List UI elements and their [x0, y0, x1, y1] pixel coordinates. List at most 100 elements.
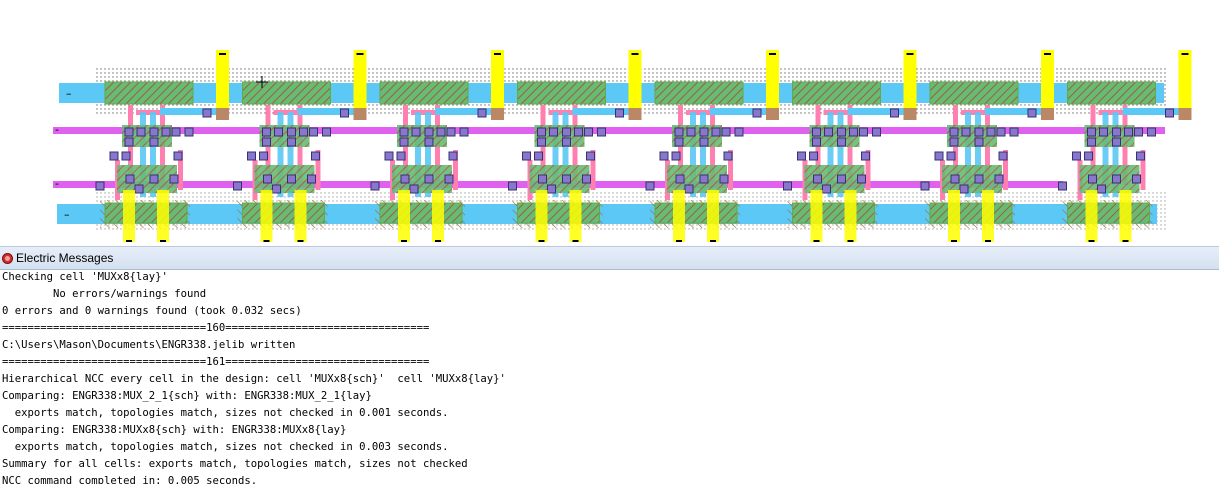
pmos-diffusion [1067, 81, 1156, 105]
via-contact [998, 151, 1008, 161]
via-contact [124, 137, 134, 147]
via-contact [812, 137, 821, 147]
layout-canvas[interactable]: –--– [0, 0, 1219, 243]
input-label-mark [847, 240, 854, 242]
message-log[interactable]: Checking cell 'MUXx8{lay}' No errors/war… [2, 269, 1212, 484]
transistor-core [534, 125, 585, 147]
via-contact [399, 137, 409, 147]
via-contact [1099, 127, 1108, 137]
via-contact [448, 151, 458, 161]
pmos-diffusion [654, 81, 744, 105]
input-label-mark [435, 240, 441, 242]
metal1-strap [700, 112, 706, 197]
metal1-output-link [572, 108, 629, 115]
message-line: NCC command completed in: 0.005 seconds. [2, 475, 258, 484]
via-contact [1088, 174, 1097, 184]
via-contact [173, 151, 183, 161]
via-contact [890, 108, 899, 118]
via-contact [684, 184, 694, 194]
output-label-mark [1181, 53, 1189, 55]
message-line: Summary for all cells: exports match, to… [2, 458, 468, 470]
via-contact [824, 127, 833, 137]
via-contact [959, 184, 969, 194]
output-label-mark [631, 53, 639, 55]
via-contact [920, 181, 930, 191]
nmos-diffusion [929, 202, 1013, 224]
via-contact [949, 127, 959, 137]
via-contact [121, 151, 131, 161]
nmos-diffusion [517, 202, 600, 224]
via-contact [974, 127, 984, 137]
metal1-strap [1102, 112, 1109, 197]
message-line: Comparing: ENGR338:MUXx8{sch} with: ENGR… [2, 424, 347, 436]
via-contact [262, 137, 271, 147]
metal1-strap [837, 112, 844, 197]
via-contact [171, 127, 181, 137]
via-contact [950, 174, 960, 184]
via-contact [124, 127, 134, 137]
nmos-diffusion [1067, 202, 1150, 224]
via-contact [837, 137, 846, 147]
input-pillar [844, 190, 857, 242]
via-contact [95, 181, 105, 191]
via-contact [1147, 127, 1156, 137]
via-contact [508, 181, 517, 191]
via-contact [1124, 127, 1133, 137]
via-contact [184, 127, 194, 137]
via-contact [169, 174, 179, 184]
via-contact [996, 127, 1006, 137]
input-label-mark [813, 240, 820, 242]
electric-app-icon [2, 252, 13, 264]
input-label-mark [676, 240, 682, 242]
via-contact [1112, 127, 1121, 137]
via-contact [671, 151, 681, 161]
metal1-strap [562, 112, 569, 197]
via-contact [562, 127, 571, 137]
via-contact [797, 151, 806, 161]
via-contact [752, 108, 762, 118]
via-contact [645, 181, 655, 191]
mux-cell [920, 50, 1054, 242]
input-pillar [948, 190, 960, 242]
layout-drawing[interactable]: –--– [0, 0, 1219, 243]
output-contact [216, 108, 229, 120]
via-contact [274, 127, 283, 137]
via-contact [396, 151, 406, 161]
input-pillar [535, 190, 548, 242]
via-contact [136, 127, 146, 137]
via-contact [1112, 174, 1121, 184]
via-contact [699, 137, 709, 147]
input-label-mark [297, 240, 304, 242]
message-line: exports match, topologies match, sizes n… [2, 407, 449, 419]
output-contact [353, 108, 367, 120]
transistor-core [672, 125, 722, 147]
output-contact [628, 108, 642, 120]
via-contact [400, 174, 410, 184]
metal1-output-link [297, 108, 354, 115]
poly-gate [590, 150, 596, 190]
via-contact [411, 127, 421, 137]
via-contact [149, 127, 159, 137]
via-contact [399, 127, 409, 137]
window-title: Electric Messages [16, 251, 114, 265]
via-contact [1009, 127, 1019, 137]
metal1-strap [150, 112, 156, 197]
rail-label: - [55, 177, 59, 190]
via-contact [272, 184, 281, 194]
via-contact [711, 127, 721, 137]
via-contact [837, 174, 846, 184]
input-pillar [123, 190, 135, 242]
via-contact [436, 127, 446, 137]
metal1-strap [965, 112, 971, 197]
via-contact [287, 137, 296, 147]
mux-cell [370, 50, 504, 242]
via-contact [586, 151, 595, 161]
metal1-strap [425, 112, 431, 197]
input-label-mark [401, 240, 407, 242]
pmos-diffusion [517, 81, 606, 105]
via-contact [719, 174, 729, 184]
via-contact [562, 174, 571, 184]
messages-window: Electric Messages Checking cell 'MUXx8{l… [0, 243, 1219, 487]
messages-title-bar[interactable]: Electric Messages [0, 246, 1219, 270]
metal1-output-link [985, 108, 1041, 115]
